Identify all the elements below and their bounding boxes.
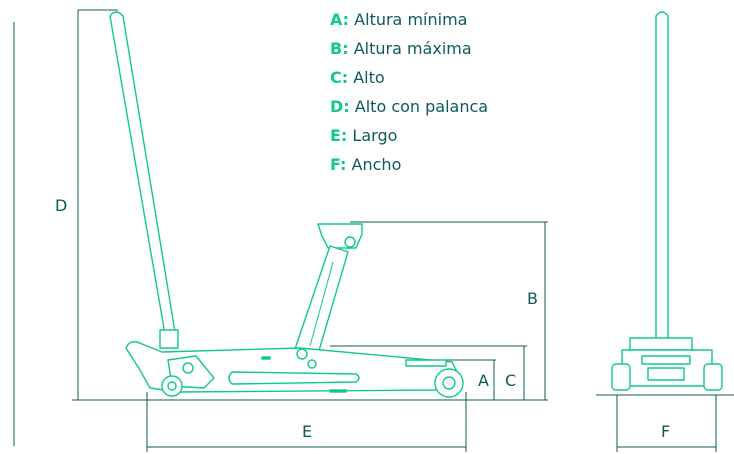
legend-item-e: E: Largo [330, 126, 397, 145]
jack-front-view [611, 11, 723, 391]
label-c: C [505, 371, 516, 390]
front-wheel-right [703, 363, 723, 391]
label-d: D [55, 196, 67, 215]
legend-item-d: D: Alto con palanca [330, 97, 488, 116]
handle-socket [159, 329, 179, 349]
saddle-lowered [405, 359, 447, 367]
legend: A: Altura mínima B: Altura máxima C: Alt… [330, 10, 488, 174]
jack-side-view [109, 11, 464, 398]
arm-pivot [296, 348, 308, 360]
lift-arm-detail [309, 261, 334, 347]
lift-arm-raised [293, 245, 349, 355]
label-a: A [478, 371, 489, 390]
legend-item-c: C: Alto [330, 68, 385, 87]
saddle-raised [317, 223, 363, 249]
front-plate [641, 355, 691, 365]
saddle-pivot [344, 236, 356, 248]
legend-item-b: B: Altura máxima [330, 39, 472, 58]
dimension-lines [13, 9, 734, 452]
front-handle [655, 11, 669, 343]
pump-pivot [182, 362, 194, 374]
label-f: F [661, 422, 670, 441]
rear-wheel-hub [167, 381, 177, 391]
legend-item-a: A: Altura mínima [330, 10, 467, 29]
label-e: E [302, 422, 312, 441]
chassis-tab [329, 389, 347, 393]
arm-pivot-small [307, 359, 317, 369]
label-b: B [527, 289, 538, 308]
jack-handle [109, 11, 177, 341]
chassis-slot [228, 371, 360, 385]
front-wheel-hub [442, 376, 456, 390]
legend-item-f: F: Ancho [330, 155, 401, 174]
chassis-mark [261, 356, 271, 360]
front-wheel-left [611, 363, 631, 391]
front-pump [647, 367, 685, 381]
dimension-labels: D B A C E F [55, 196, 670, 441]
front-saddle [629, 337, 693, 351]
